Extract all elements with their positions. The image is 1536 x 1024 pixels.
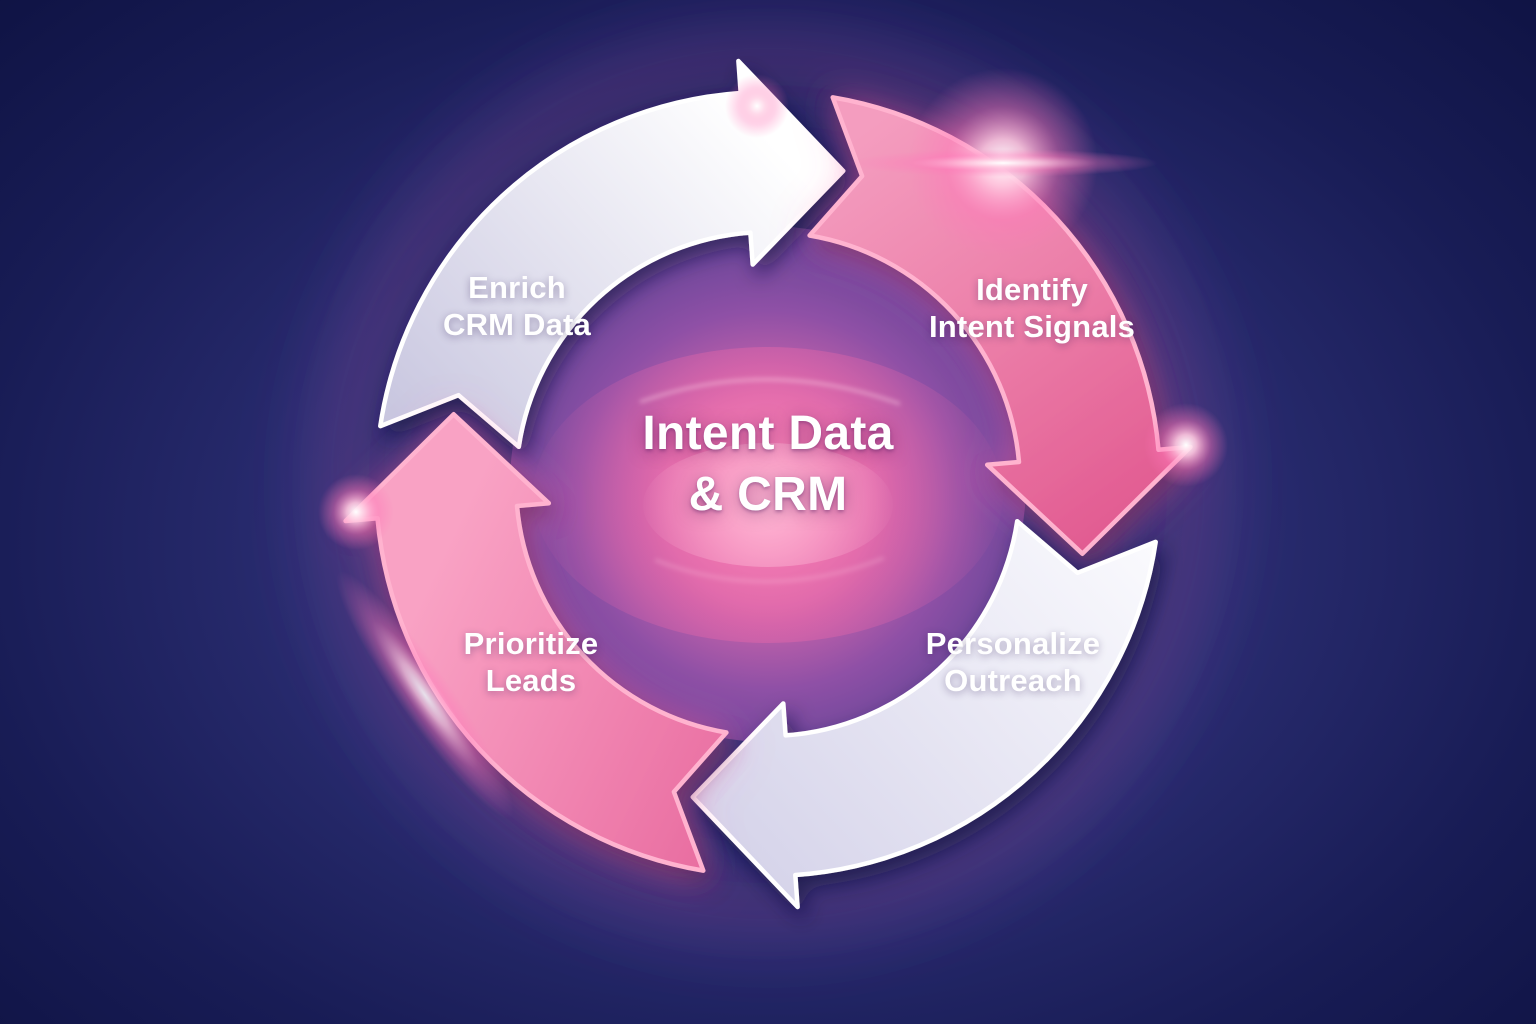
flare-right-tip	[1144, 403, 1228, 487]
label-personalize-outreach: Personalize Outreach	[926, 625, 1101, 699]
label-prioritize-leads: Prioritize Leads	[464, 625, 599, 699]
label-identify-line2: Intent Signals	[928, 309, 1136, 344]
label-prioritize-line1: Prioritize	[463, 626, 599, 661]
flare-top-right-streak	[848, 149, 1158, 177]
label-identify-intent-signals: Identify Intent Signals	[929, 271, 1135, 345]
label-enrich-line2: CRM Data	[442, 307, 592, 342]
flare-top-junction	[725, 74, 789, 138]
center-glow-core	[643, 443, 893, 567]
center-title: Intent Data & CRM	[642, 403, 893, 525]
ring-halo-purple	[281, 0, 1255, 971]
label-personalize-line1: Personalize	[925, 626, 1101, 661]
flare-left-tip	[318, 474, 394, 550]
label-prioritize-line2: Leads	[485, 663, 577, 698]
arrow-personalize-outreach	[690, 518, 1158, 910]
flare-bottom-left-streak	[336, 571, 514, 819]
label-enrich-line1: Enrich	[468, 270, 566, 305]
center-title-line2: & CRM	[688, 468, 848, 521]
label-personalize-line2: Outreach	[944, 663, 1082, 698]
center-title-line1: Intent Data	[642, 407, 894, 460]
lens-arc-top	[639, 378, 901, 406]
label-enrich-crm-data: Enrich CRM Data	[443, 269, 591, 343]
lens-arc-bottom	[654, 556, 885, 583]
label-identify-line1: Identify	[976, 272, 1088, 307]
